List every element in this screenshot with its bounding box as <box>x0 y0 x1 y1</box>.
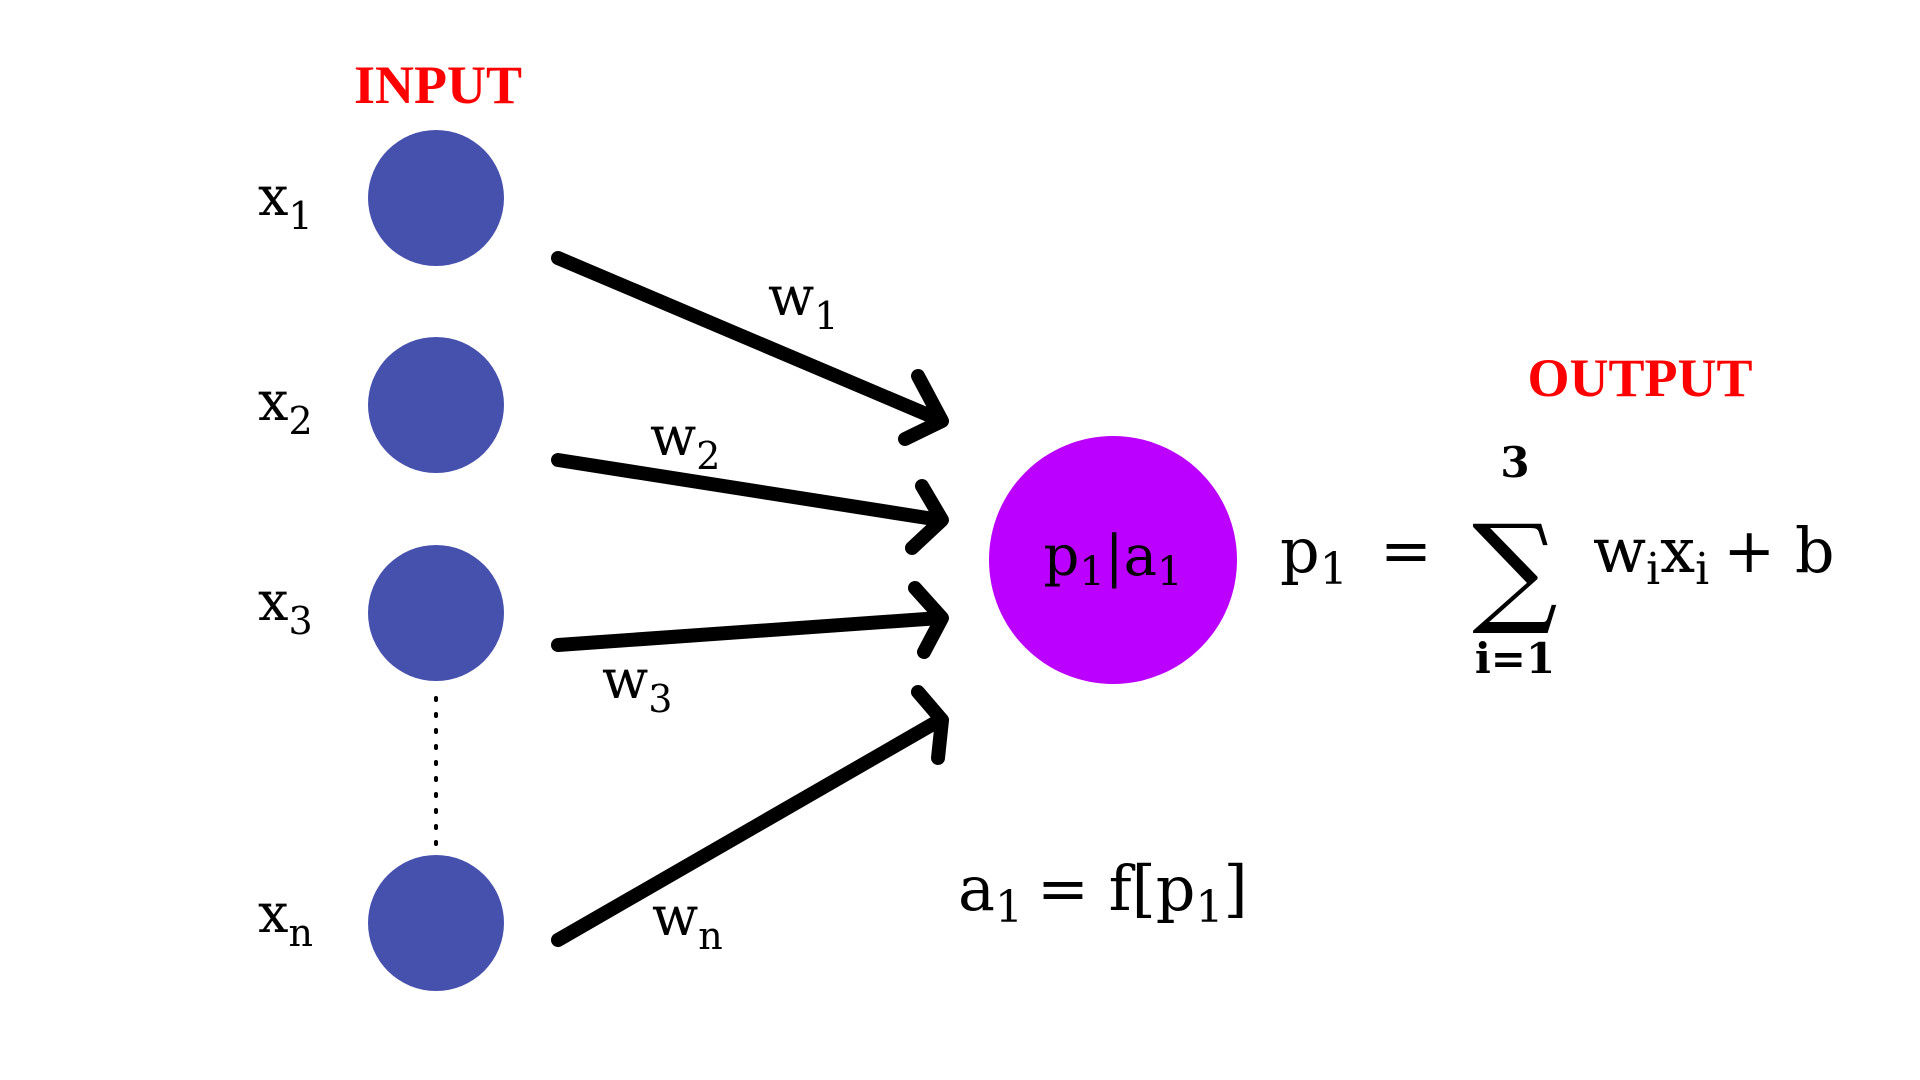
neuron-node <box>989 436 1237 684</box>
input-node-2 <box>368 337 504 473</box>
weight-arrows <box>551 251 949 947</box>
neuron-label: p1|a1 <box>1043 524 1182 595</box>
input-heading: INPUT <box>354 55 522 115</box>
input-label-n: xn <box>258 882 313 955</box>
activation-equation: a1= f[p1] <box>958 852 1248 933</box>
arrow-n <box>551 685 949 947</box>
sum-lower-limit: i=1 <box>1475 634 1555 683</box>
input-label-2: x2 <box>258 370 313 443</box>
output-heading: OUTPUT <box>1527 348 1752 408</box>
sum-lhs: p1 <box>1280 514 1348 595</box>
summation-equation: p1 = 3 ∑ i=1 wixi+ b <box>1280 438 1835 683</box>
weight-label-2: w2 <box>650 405 720 478</box>
arrow-3 <box>551 581 949 659</box>
input-node-n <box>368 855 504 991</box>
input-node-3 <box>368 545 504 681</box>
input-label-1: x1 <box>258 165 313 238</box>
weight-label-1: w1 <box>768 265 838 338</box>
sum-terms: wixi+ b <box>1593 514 1835 595</box>
weight-label-3: w3 <box>602 648 672 721</box>
input-node-1 <box>368 130 504 266</box>
sum-upper-limit: 3 <box>1500 438 1529 487</box>
arrow-1 <box>551 251 949 446</box>
input-label-3: x3 <box>258 570 313 643</box>
sum-equals: = <box>1380 514 1432 587</box>
sigma-symbol: ∑ <box>1472 500 1558 639</box>
weight-label-n: wn <box>652 885 723 958</box>
arrow-2 <box>551 453 949 555</box>
